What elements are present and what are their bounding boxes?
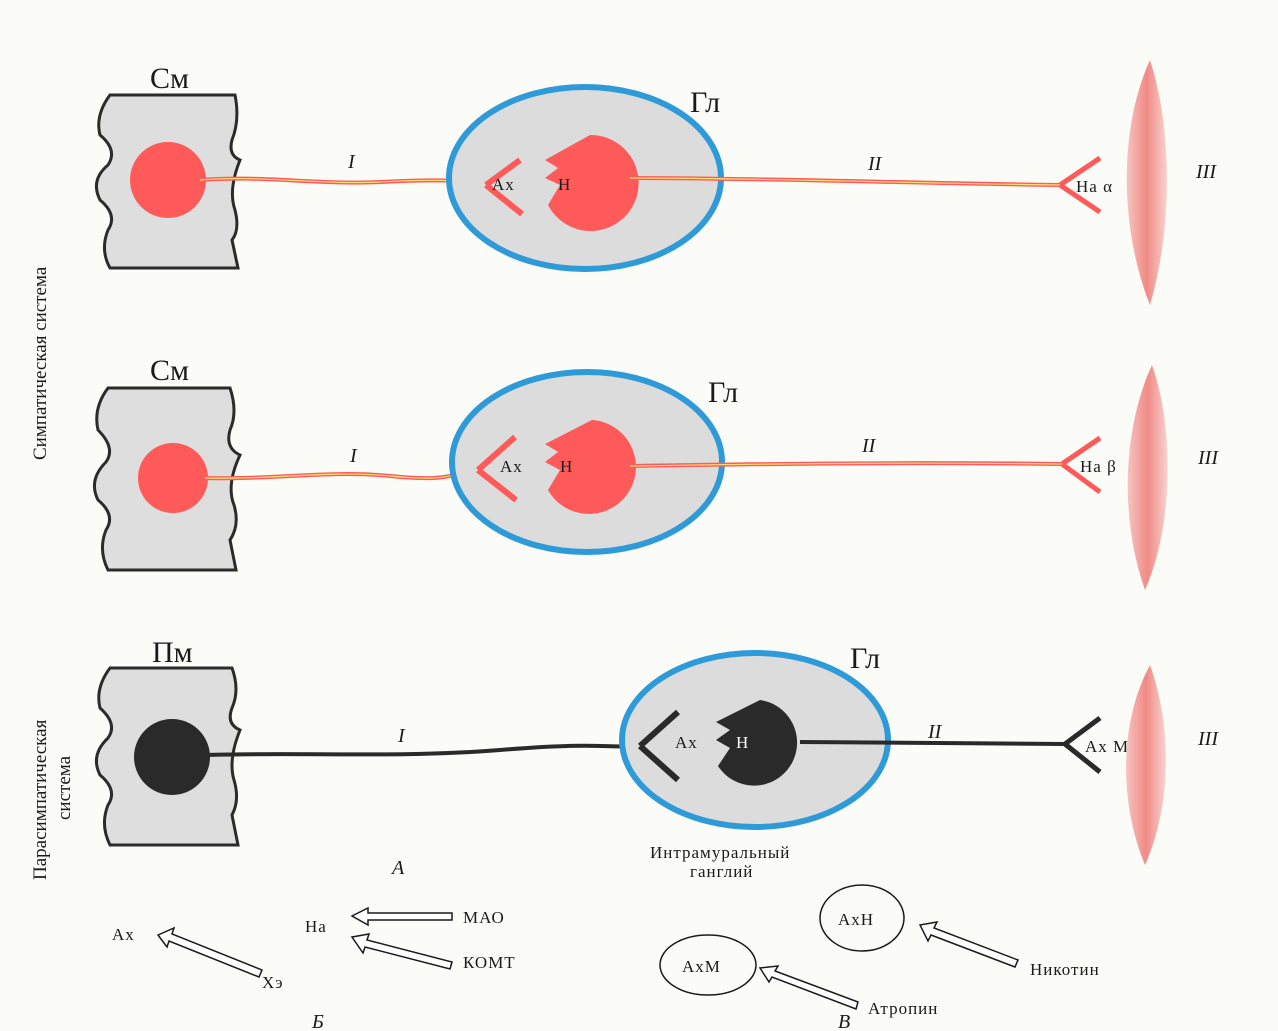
synapse-ach-label: Ах <box>492 175 515 194</box>
che-label: Хэ <box>262 973 284 992</box>
terminal-receptor-label: Ах М <box>1085 737 1129 756</box>
nicotine-label: Никотин <box>1030 960 1100 979</box>
receptor-n-label: Н <box>558 175 571 194</box>
ganglion-label: Гл <box>708 376 738 409</box>
pre-fiber-label: I <box>397 725 406 747</box>
intramural-ganglion-label-2: ганглий <box>690 862 753 881</box>
nicotine-arrow <box>920 922 1018 967</box>
smooth-muscle-cell <box>1128 365 1168 590</box>
smooth-muscle-cell <box>1127 60 1167 305</box>
atropine-arrow <box>760 966 858 1009</box>
na-label: На <box>305 917 327 936</box>
synapse-ach-label: Ах <box>500 457 523 476</box>
axn-label: АхН <box>838 910 874 929</box>
smooth-muscle-cell <box>1126 665 1166 865</box>
parasympathetic-side-label-1: Парасимпатическая <box>30 719 51 880</box>
panel-a-label: А <box>390 857 405 879</box>
spinal-segment-label: Пм <box>152 636 193 669</box>
row-1-sympathetic-alpha: См I Гл Ах Н II На α III <box>96 60 1217 305</box>
preganglionic-fiber <box>205 746 640 755</box>
axm-label: АхМ <box>682 957 721 976</box>
terminal-receptor-label: На α <box>1076 177 1113 196</box>
intramural-ganglion-label-1: Интрамуральный <box>650 843 790 862</box>
pre-fiber-label: I <box>349 445 358 467</box>
panel-v-receptors: АхМ Атропин АхН Никотин <box>660 885 1100 1018</box>
post-fiber-label: II <box>861 435 877 457</box>
effector-label: III <box>1197 728 1219 750</box>
neuron-body <box>134 719 210 795</box>
sympathetic-side-label: Симпатическая система <box>30 266 51 460</box>
mao-arrow <box>352 908 452 925</box>
effector-label: III <box>1197 447 1219 469</box>
parasympathetic-side-label-2: система <box>54 755 75 820</box>
receptor-n-label: Н <box>736 733 749 752</box>
cholinesterase-arrow <box>158 928 262 977</box>
mao-label: МАО <box>463 908 505 927</box>
ganglion-label: Гл <box>690 86 720 119</box>
terminal-receptor-label: На β <box>1080 457 1117 476</box>
ach-label: Ах <box>112 925 135 944</box>
atropine-label: Атропин <box>868 999 938 1018</box>
row-3-parasympathetic: Пм I Гл Ах Н II Ах М III Интрамуральный … <box>96 636 1219 881</box>
komt-label: КОМТ <box>463 953 516 972</box>
row-2-sympathetic-beta: См I Гл Ах Н II На β III <box>94 354 1219 590</box>
pre-fiber-label: I <box>347 151 356 173</box>
spinal-segment-label: См <box>150 354 189 387</box>
panel-v-label: В <box>838 1011 850 1031</box>
post-fiber-label: II <box>867 153 883 175</box>
ganglion-label: Гл <box>850 642 880 675</box>
komt-arrow <box>352 934 452 969</box>
panel-b-label: Б <box>311 1011 324 1031</box>
spinal-segment-label: См <box>150 62 189 95</box>
effector-label: III <box>1195 161 1217 183</box>
synapse-ach-label: Ах <box>675 733 698 752</box>
panel-b-enzymes: Ах Хэ На МАО КОМТ <box>112 908 516 992</box>
receptor-n-label: Н <box>560 457 573 476</box>
neuron-body <box>138 443 208 513</box>
neuron-body <box>130 142 206 218</box>
post-fiber-label: II <box>927 721 943 743</box>
